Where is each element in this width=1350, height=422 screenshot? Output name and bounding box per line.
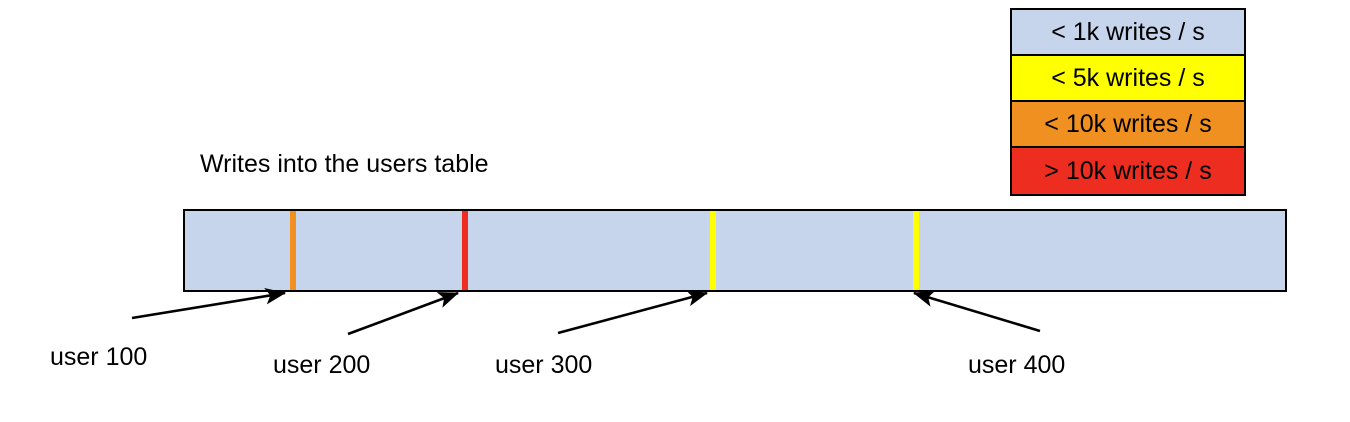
pointer-label-user-300: user 300	[495, 351, 593, 379]
pointer-label-user-100: user 100	[50, 343, 148, 371]
users-table-bar	[183, 209, 1287, 292]
marker-user-400	[913, 211, 919, 290]
pointer-label-user-200: user 200	[273, 351, 371, 379]
legend-label-lt-1k: < 1k writes / s	[1051, 17, 1205, 46]
legend-label-gt-10k: > 10k writes / s	[1044, 156, 1212, 185]
legend-row-lt-10k: < 10k writes / s	[1012, 102, 1244, 148]
marker-user-300	[710, 211, 716, 290]
legend-label-lt-10k: < 10k writes / s	[1044, 109, 1212, 138]
writes-legend: < 1k writes / s < 5k writes / s < 10k wr…	[1010, 8, 1246, 196]
pointer-label-user-400: user 400	[968, 351, 1066, 379]
legend-label-lt-5k: < 5k writes / s	[1051, 63, 1205, 92]
legend-row-lt-1k: < 1k writes / s	[1012, 10, 1244, 56]
legend-row-gt-10k: > 10k writes / s	[1012, 148, 1244, 194]
marker-user-100	[290, 211, 296, 290]
diagram-caption: Writes into the users table	[200, 150, 489, 178]
legend-row-lt-5k: < 5k writes / s	[1012, 56, 1244, 102]
marker-user-200	[462, 211, 468, 290]
